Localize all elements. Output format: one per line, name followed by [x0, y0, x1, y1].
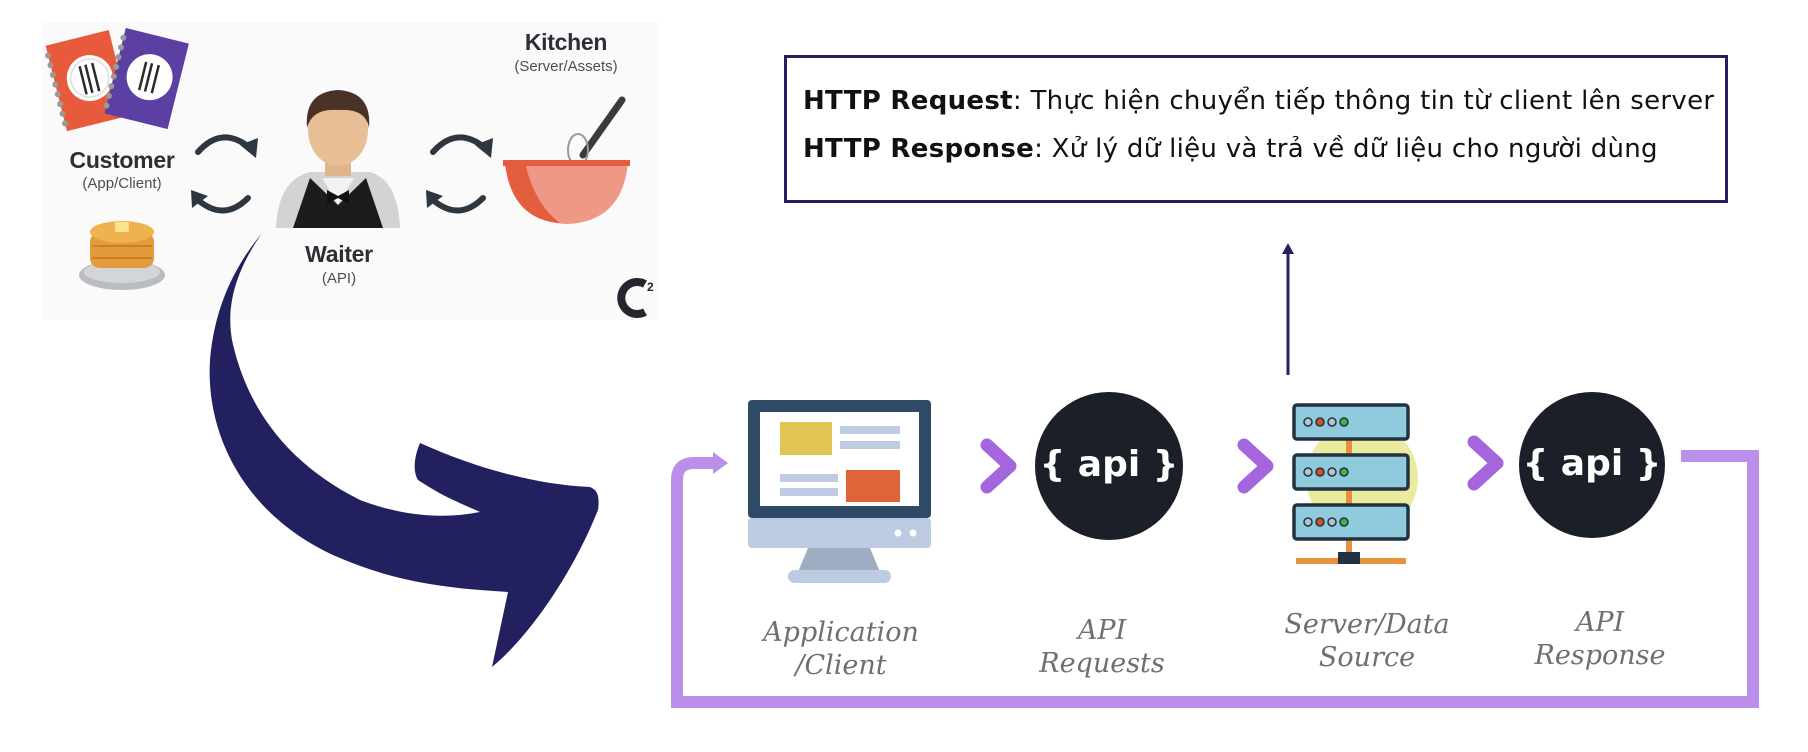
monitor-icon — [748, 400, 931, 583]
kitchen-title: Kitchen — [524, 29, 608, 55]
flow-arrow-icon — [1212, 438, 1274, 494]
flow-label-line2: Source — [1318, 642, 1416, 673]
feedback-loop — [671, 450, 1759, 708]
pancake-icon — [79, 221, 165, 290]
bowl-icon — [503, 96, 630, 224]
flow-arrow-icon — [955, 438, 1017, 494]
server-icon — [1292, 403, 1418, 564]
api-response-badge: { api } — [1522, 443, 1662, 484]
flow-label-line1: API — [1575, 607, 1625, 638]
flow-label-line2: Response — [1534, 640, 1666, 671]
sync-arrows-icon-2 — [430, 134, 488, 214]
menu-icon — [45, 27, 189, 132]
sync-arrowheads-2 — [426, 138, 493, 208]
flow-label-server-data: Server/Data Source — [1284, 608, 1449, 674]
customer-title: Customer — [69, 147, 175, 173]
flow-label-line2: Requests — [1039, 648, 1165, 679]
loop-entry-arrowhead — [713, 452, 728, 474]
http-info-box: HTTP Request: Thực hiện chuyển tiếp thôn… — [784, 55, 1728, 203]
http-response-term: HTTP Response — [803, 134, 1035, 164]
waiter-icon — [276, 90, 400, 228]
flow-label-line1: API — [1077, 615, 1127, 646]
up-arrow-icon — [1282, 243, 1294, 375]
customer-subtitle: (App/Client) — [82, 175, 162, 192]
http-response-line: HTTP Response: Xử lý dữ liệu và trả về d… — [803, 134, 1658, 164]
flow-label-api-response: API Response — [1535, 606, 1666, 672]
svg-text:2: 2 — [647, 280, 654, 294]
g2-logo-icon: 2 — [617, 278, 654, 318]
flow-label-application: Application /Client — [763, 616, 919, 682]
http-request-line: HTTP Request: Thực hiện chuyển tiếp thôn… — [803, 86, 1714, 116]
http-request-desc: : Thực hiện chuyển tiếp thông tin từ cli… — [1012, 86, 1715, 116]
flow-label-line1: Application — [763, 617, 919, 648]
flow-label-line2: /Client — [795, 650, 887, 681]
sync-arrowheads — [191, 138, 258, 208]
waiter-subtitle: (API) — [321, 270, 357, 287]
sync-arrows-icon — [195, 134, 253, 214]
flow-label-line1: Server/Data — [1284, 609, 1450, 640]
curved-arrow-icon — [209, 233, 599, 667]
waiter-title: Waiter — [305, 241, 373, 267]
kitchen-subtitle: (Server/Assets) — [514, 58, 618, 75]
api-request-badge: { api } — [1039, 444, 1179, 485]
api-response-circle — [1519, 392, 1665, 538]
api-request-circle — [1035, 392, 1183, 540]
http-response-desc: : Xử lý dữ liệu và trả về dữ liệu cho ng… — [1034, 134, 1658, 164]
flow-label-api-requests: API Requests — [1039, 614, 1165, 680]
http-request-term: HTTP Request — [803, 86, 1013, 116]
flow-arrow-icon — [1442, 435, 1504, 491]
